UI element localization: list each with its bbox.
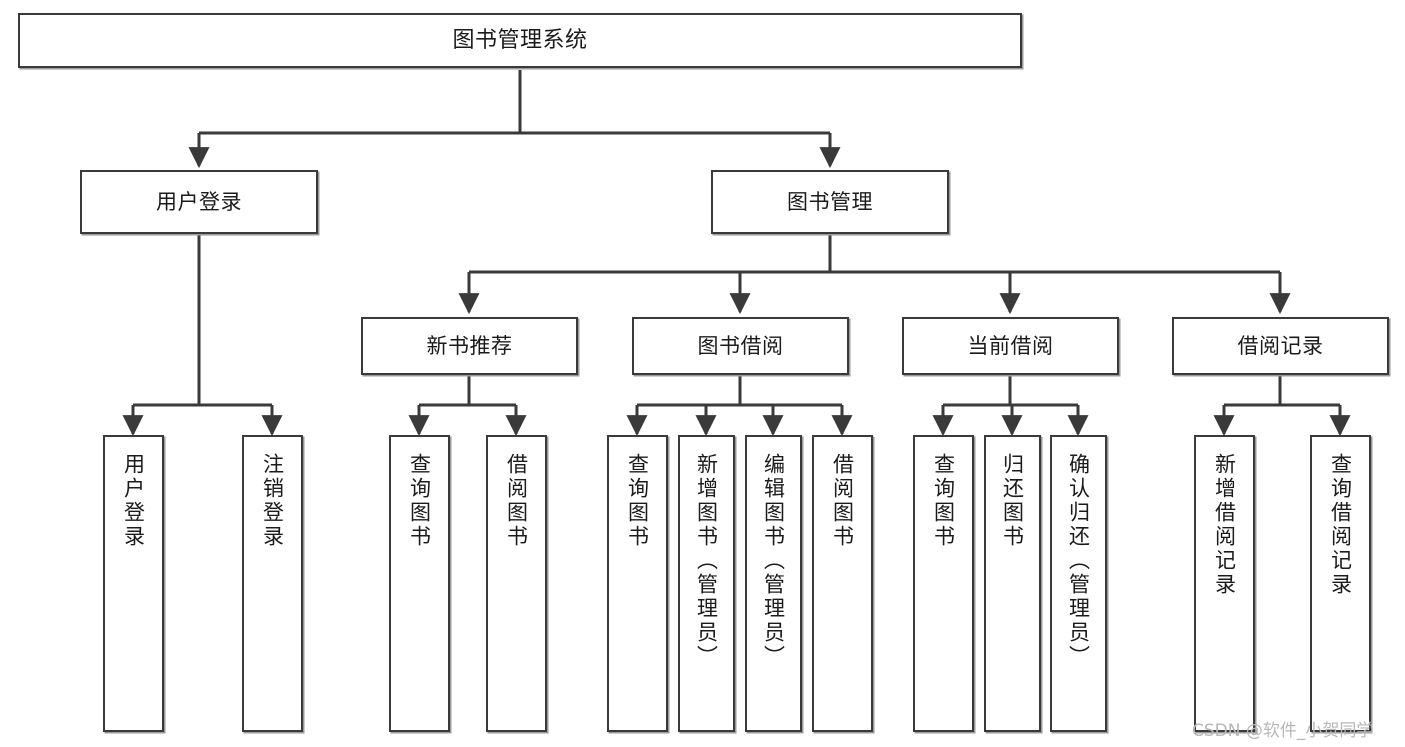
- node-leaf-confirm-return-admin[interactable]: 确认归还（管理员）: [1050, 435, 1107, 732]
- csdn-watermark: CSDN @软件_小贺同学: [1192, 721, 1374, 741]
- node-leaf-user-login-label: 用户登录: [121, 453, 146, 549]
- node-leaf-borrow-book-1[interactable]: 借阅图书: [486, 435, 547, 732]
- node-book-borrow[interactable]: 图书借阅: [632, 317, 849, 375]
- node-leaf-borrow-book-2-label: 借阅图书: [830, 453, 855, 549]
- node-leaf-add-book-admin-label: 新增图书（管理员）: [694, 453, 719, 669]
- node-root[interactable]: 图书管理系统: [18, 13, 1022, 68]
- node-leaf-query-book-1-label: 查询图书: [407, 453, 432, 549]
- node-leaf-add-borrow-record[interactable]: 新增借阅记录: [1194, 435, 1255, 732]
- node-leaf-user-login[interactable]: 用户登录: [103, 435, 164, 732]
- node-leaf-confirm-return-admin-label: 确认归还（管理员）: [1066, 453, 1091, 669]
- node-new-book-recommend[interactable]: 新书推荐: [361, 317, 578, 375]
- node-book-borrow-label: 图书借阅: [697, 333, 784, 358]
- node-leaf-edit-book-admin[interactable]: 编辑图书（管理员）: [745, 435, 802, 732]
- node-leaf-return-book[interactable]: 归还图书: [984, 435, 1041, 732]
- node-leaf-logout-label: 注销登录: [260, 453, 285, 549]
- node-leaf-query-book-3-label: 查询图书: [931, 453, 956, 549]
- node-leaf-return-book-label: 归还图书: [1000, 453, 1025, 549]
- node-current-borrow[interactable]: 当前借阅: [902, 317, 1119, 375]
- node-book-manage-label: 图书管理: [787, 189, 873, 214]
- node-leaf-edit-book-admin-label: 编辑图书（管理员）: [761, 453, 786, 669]
- node-leaf-add-borrow-record-label: 新增借阅记录: [1212, 453, 1237, 597]
- node-leaf-logout[interactable]: 注销登录: [242, 435, 303, 732]
- node-leaf-query-book-1[interactable]: 查询图书: [389, 435, 450, 732]
- node-leaf-query-borrow-record-label: 查询借阅记录: [1328, 453, 1353, 597]
- node-user-login-label: 用户登录: [156, 189, 242, 214]
- node-user-login[interactable]: 用户登录: [80, 170, 318, 234]
- node-borrow-record[interactable]: 借阅记录: [1172, 317, 1389, 375]
- node-leaf-query-borrow-record[interactable]: 查询借阅记录: [1310, 435, 1371, 732]
- node-borrow-record-label: 借阅记录: [1237, 333, 1324, 358]
- node-new-book-recommend-label: 新书推荐: [426, 333, 513, 358]
- node-leaf-borrow-book-1-label: 借阅图书: [504, 453, 529, 549]
- node-leaf-query-book-2-label: 查询图书: [625, 453, 650, 549]
- node-root-label: 图书管理系统: [452, 27, 588, 53]
- node-leaf-borrow-book-2[interactable]: 借阅图书: [812, 435, 873, 732]
- node-leaf-add-book-admin[interactable]: 新增图书（管理员）: [678, 435, 735, 732]
- node-leaf-query-book-3[interactable]: 查询图书: [913, 435, 974, 732]
- node-leaf-query-book-2[interactable]: 查询图书: [607, 435, 668, 732]
- node-book-manage[interactable]: 图书管理: [711, 170, 949, 234]
- node-current-borrow-label: 当前借阅: [967, 333, 1054, 358]
